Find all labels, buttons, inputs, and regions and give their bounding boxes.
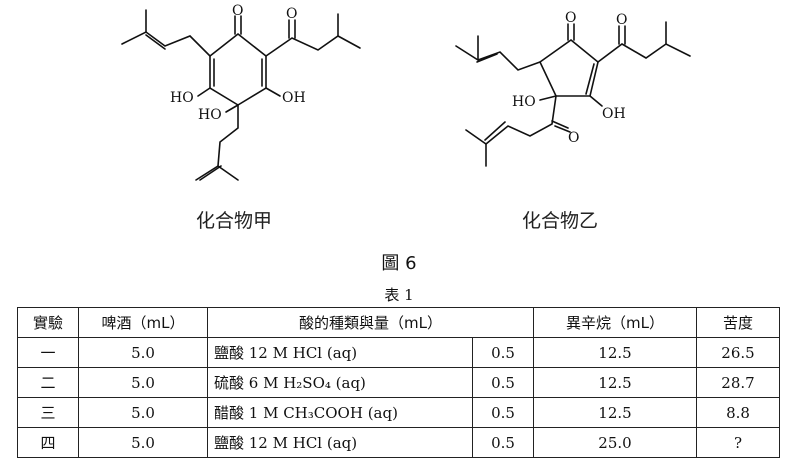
compound-b-o-bottom: O — [568, 130, 579, 146]
cell-bitterness: 8.8 — [696, 397, 780, 428]
cell-beer: 5.0 — [78, 427, 208, 458]
cell-experiment: 四 — [17, 427, 79, 458]
compound-b-o-acyl: O — [616, 12, 627, 28]
cell-acid-name: 硫酸 6 M H₂SO₄ (aq) — [207, 367, 473, 398]
compound-a-ho-1: HO — [170, 90, 194, 106]
compound-b-oh: OH — [602, 106, 626, 122]
header-beer: 啤酒（mL） — [78, 307, 208, 338]
table-row: 一 5.0 鹽酸 12 M HCl (aq) 0.5 12.5 26.5 — [17, 337, 780, 368]
cell-acid-volume: 0.5 — [472, 397, 534, 428]
cell-acid-name: 醋酸 1 M CH₃COOH (aq) — [207, 397, 473, 428]
compound-a-o-ring: O — [232, 3, 243, 19]
cell-experiment: 三 — [17, 397, 79, 428]
table-header-row: 實驗 啤酒（mL） 酸的種類與量（mL） 異辛烷（mL） 苦度 — [17, 307, 780, 338]
header-experiment: 實驗 — [17, 307, 79, 338]
cell-acid-volume: 0.5 — [472, 337, 534, 368]
cell-isooctane: 12.5 — [533, 397, 697, 428]
compound-a-atoms: O O HO HO OH — [170, 3, 306, 123]
table-caption: 表 1 — [384, 286, 414, 304]
table-row: 四 5.0 鹽酸 12 M HCl (aq) 0.5 25.0 ? — [17, 427, 780, 458]
cell-acid-volume: 0.5 — [472, 427, 534, 458]
header-acid: 酸的種類與量（mL） — [207, 307, 534, 338]
cell-beer: 5.0 — [78, 367, 208, 398]
cell-isooctane: 12.5 — [533, 367, 697, 398]
compound-b-structure — [455, 21, 691, 167]
cell-bitterness: ? — [696, 427, 780, 458]
compound-a-oh: OH — [282, 90, 306, 106]
cell-isooctane: 12.5 — [533, 337, 697, 368]
figure-caption: 圖 6 — [381, 253, 417, 274]
table-row: 二 5.0 硫酸 6 M H₂SO₄ (aq) 0.5 12.5 28.7 — [17, 367, 780, 398]
cell-isooctane: 25.0 — [533, 427, 697, 458]
header-isooctane: 異辛烷（mL） — [533, 307, 697, 338]
cell-experiment: 二 — [17, 367, 79, 398]
experiment-table: 實驗 啤酒（mL） 酸的種類與量（mL） 異辛烷（mL） 苦度 一 5.0 鹽酸… — [17, 307, 780, 458]
compound-b-label: 化合物乙 — [522, 210, 599, 232]
table-row: 三 5.0 醋酸 1 M CH₃COOH (aq) 0.5 12.5 8.8 — [17, 397, 780, 428]
compound-b-atoms: O O HO OH O — [512, 10, 627, 146]
compound-a-ho-2: HO — [198, 107, 222, 123]
compound-a-o-acyl: O — [286, 6, 297, 22]
cell-bitterness: 28.7 — [696, 367, 780, 398]
cell-acid-volume: 0.5 — [472, 367, 534, 398]
cell-beer: 5.0 — [78, 397, 208, 428]
header-bitterness: 苦度 — [696, 307, 780, 338]
compound-a-structure — [121, 9, 361, 181]
cell-experiment: 一 — [17, 337, 79, 368]
cell-beer: 5.0 — [78, 337, 208, 368]
compound-b-o-ring: O — [565, 10, 576, 26]
cell-acid-name: 鹽酸 12 M HCl (aq) — [207, 427, 473, 458]
compound-a-label: 化合物甲 — [196, 210, 273, 232]
chemical-structures: O O HO HO OH O O HO OH O — [121, 3, 691, 181]
cell-bitterness: 26.5 — [696, 337, 780, 368]
cell-acid-name: 鹽酸 12 M HCl (aq) — [207, 337, 473, 368]
compound-b-ho: HO — [512, 94, 536, 110]
